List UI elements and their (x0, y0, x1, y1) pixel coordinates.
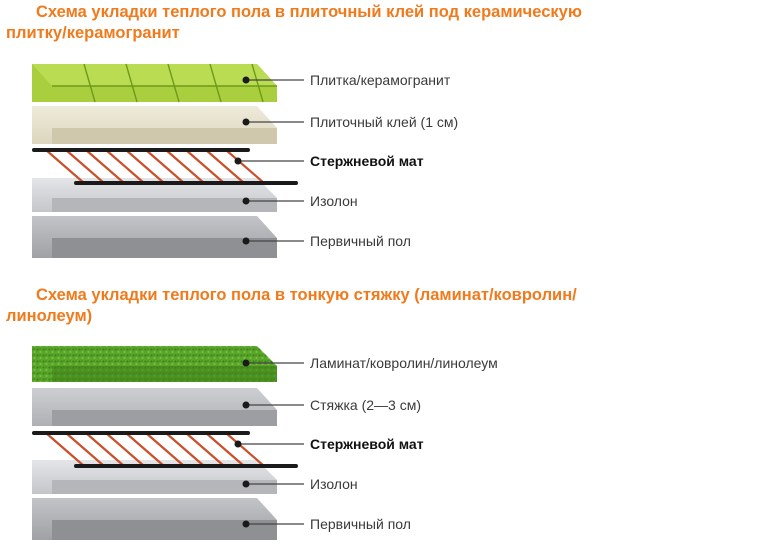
leader-dot (242, 76, 250, 84)
laminate-layer (32, 346, 277, 382)
leader-dot (242, 237, 250, 245)
leader-dot (234, 440, 242, 448)
section-title-screed: Схема укладки теплого пола в тонкую стяж… (6, 285, 577, 327)
section-title-tile: Схема укладки теплого пола в плиточный к… (6, 2, 582, 44)
section-tile-layers (32, 63, 298, 258)
layer-label-screed: Стяжка (2—3 см) (310, 397, 421, 413)
layer-label-adhesive: Плиточный клей (1 см) (310, 114, 459, 130)
section-title-line: Схема укладки теплого пола в тонкую стяж… (36, 286, 577, 304)
layer-label-base-floor: Первичный пол (310, 233, 411, 249)
screed-layer (32, 388, 277, 426)
leader-dot (242, 401, 250, 409)
leader-dot (242, 118, 250, 126)
leader-dot (242, 197, 250, 205)
section-title-line: плитку/керамогранит (6, 24, 180, 42)
heating-mat-layer (32, 431, 298, 468)
layer-label-base-floor: Первичный пол (310, 516, 411, 532)
base-floor-layer (32, 498, 277, 540)
leader-dot (242, 359, 250, 367)
adhesive-layer (32, 106, 277, 144)
layer-label-heating-mat: Стержневой мат (310, 153, 424, 169)
tile-layer (32, 63, 277, 103)
leader-lines (238, 79, 304, 525)
izolon-layer (32, 460, 277, 494)
section-screed-layers (32, 346, 298, 540)
leader-dot (242, 520, 250, 528)
layer-label-izolon: Изолон (310, 193, 358, 209)
base-floor-layer (32, 216, 277, 258)
leader-dot (242, 480, 250, 488)
layer-label-tile: Плитка/керамогранит (310, 72, 451, 88)
leader-dot (234, 157, 242, 165)
section-title-line: линолеум) (6, 307, 93, 325)
layer-label-heating-mat: Стержневой мат (310, 436, 424, 452)
leader-dots (234, 76, 250, 528)
izolon-layer (32, 178, 277, 212)
heating-mat-layer (32, 148, 298, 185)
layer-label-izolon: Изолон (310, 476, 358, 492)
layer-label-laminate: Ламинат/ковролин/линолеум (310, 355, 498, 371)
section-title-line: Схема укладки теплого пола в плиточный к… (36, 3, 582, 21)
